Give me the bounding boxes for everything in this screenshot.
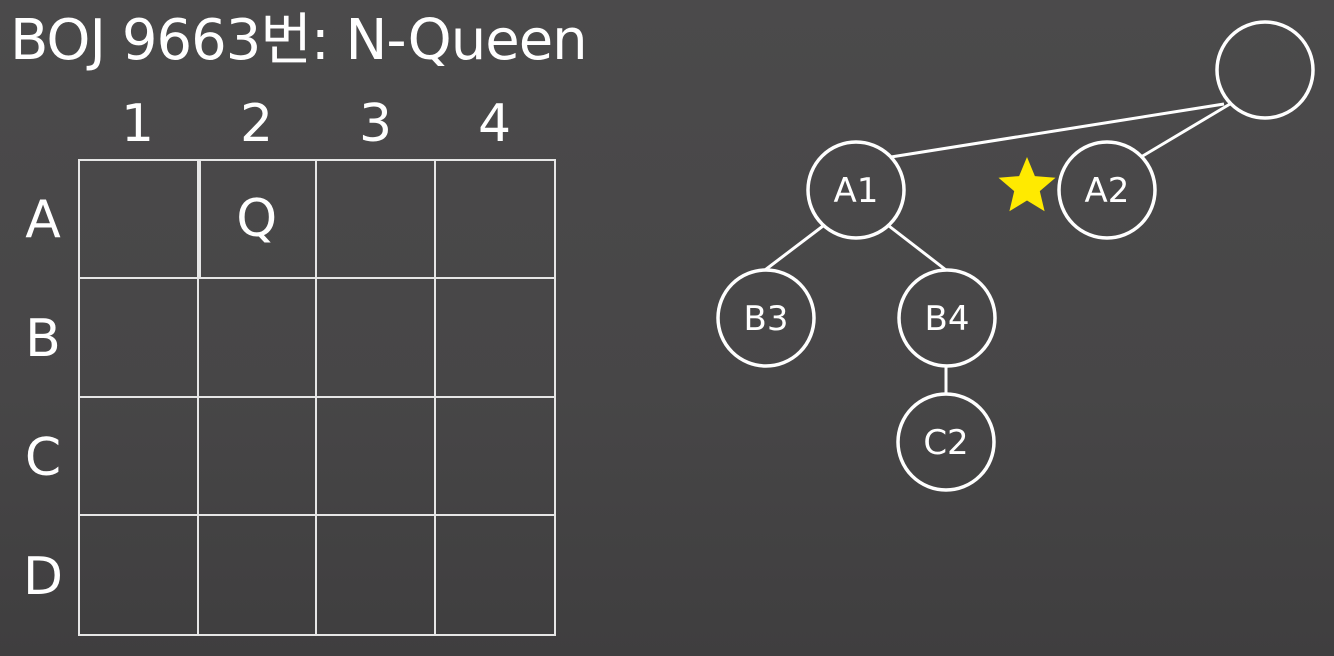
tree-node-a1-label: A1: [834, 171, 879, 211]
tree-edge-root-a2: [1140, 102, 1231, 159]
page-title: BOJ 9663번: N-Queen: [10, 8, 588, 73]
board-cell-b4: [435, 279, 554, 398]
board-cell-d3: [317, 515, 436, 634]
board-cell-b3: [317, 279, 436, 398]
board-cell-a4: [435, 161, 554, 280]
tree-node-b4: [897, 268, 997, 368]
tree-node-c2-label: C2: [923, 423, 968, 463]
row-label-b: B: [25, 309, 61, 369]
tree-node-root: [1215, 20, 1315, 120]
board-cell-b1: [80, 279, 199, 398]
board-cell-c4: [435, 398, 554, 516]
tree-node-a2: [1057, 140, 1157, 240]
tree-node-b3-label: B3: [744, 299, 789, 339]
star-icon: [998, 157, 1056, 212]
board-cell-a2: Q: [198, 161, 317, 280]
chess-board: Q: [78, 159, 556, 636]
board-cell-d1: [80, 515, 199, 634]
board-cell-c2: [198, 397, 317, 516]
tree-edge-a1-b4: [888, 224, 947, 272]
board-cell-a3: [317, 161, 436, 280]
row-label-a: A: [25, 190, 61, 250]
board-cell-a1: [80, 161, 199, 280]
row-label-c: C: [24, 428, 62, 488]
column-label-2: 2: [239, 94, 274, 154]
board-cell-c3: [317, 397, 436, 516]
tree-edge-a1-b3: [764, 224, 824, 272]
board-cell-c1: [80, 397, 199, 516]
board-cell-d2: [199, 515, 317, 634]
tree-node-b3: [716, 268, 816, 368]
column-label-1: 1: [120, 94, 155, 154]
row-label-d: D: [22, 547, 64, 607]
tree-node-a1: [806, 140, 906, 240]
tree-node-b4-label: B4: [925, 299, 970, 339]
tree-node-c2: [896, 392, 996, 492]
tree-node-a2-label: A2: [1085, 171, 1130, 211]
column-label-4: 4: [477, 94, 512, 154]
board-cell-b2: [198, 279, 317, 398]
tree-edge-root-a1: [890, 102, 1225, 159]
column-label-3: 3: [358, 94, 393, 154]
